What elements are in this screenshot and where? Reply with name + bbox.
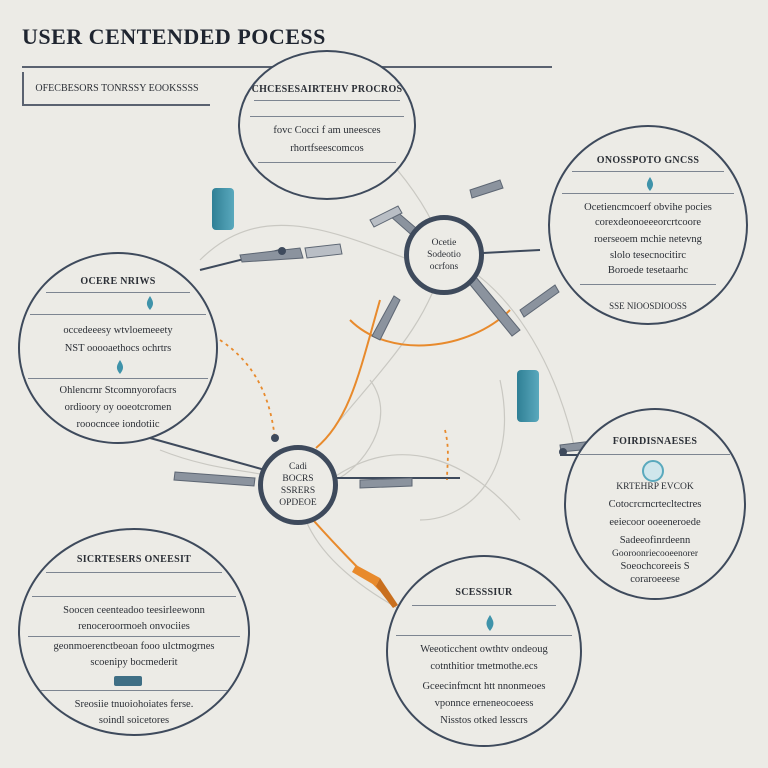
node-top-right: ONOSSPOTO GNCSS Ocetiencmcoerf obvihe po… bbox=[548, 125, 748, 325]
node-text: slolo tesecnocitirc bbox=[609, 250, 687, 261]
node-left: OCERE NRIWS occedeeesy wtvloemeeety NST … bbox=[18, 252, 218, 444]
droplet-icon bbox=[646, 177, 654, 191]
node-heading: SICRTESERS ONEESIT bbox=[76, 554, 192, 565]
divider bbox=[572, 171, 724, 172]
node-top-center: CHCESESAIRTEHV PROCROS fovc Cocci f am u… bbox=[238, 50, 416, 200]
droplet-icon bbox=[486, 615, 494, 631]
hub-bottom-line: OPDEOE bbox=[279, 498, 317, 508]
hub-bottom-line: SSRERS bbox=[280, 486, 316, 496]
hub-top-line: Sodeotio bbox=[427, 250, 461, 260]
hub-bottom-line: BOCRS bbox=[282, 474, 314, 484]
node-text: Ocetiencmcoerf obvihe pocies bbox=[584, 202, 712, 213]
node-text: renoceroormoeh onvociies bbox=[78, 621, 190, 632]
node-text: occedeeesy wtvloemeeety bbox=[63, 325, 173, 336]
node-text: NST ooooaethocs ochrtrs bbox=[64, 343, 172, 354]
node-text: ordioory oy ooeotcromen bbox=[64, 402, 172, 413]
divider bbox=[46, 572, 222, 573]
node-text: Boroede tesetaarhc bbox=[607, 265, 689, 276]
node-bottom-center: SCESSSIUR Weeoticchent owthtv ondeoug co… bbox=[386, 555, 582, 747]
divider bbox=[580, 284, 716, 285]
node-text: Soeochcoreeis S bbox=[620, 561, 690, 572]
node-text: roerseoem mchie netevng bbox=[594, 234, 702, 245]
page-title: USER CENTENDED POCESS bbox=[22, 24, 326, 49]
node-text: geonmoerenctbeoan fooo ulctmogrnes bbox=[53, 641, 215, 652]
node-text: soindl soicetores bbox=[98, 715, 170, 726]
divider bbox=[412, 605, 556, 606]
teal-device-icon bbox=[212, 188, 234, 230]
node-text: rooocncee iondotiic bbox=[76, 419, 160, 430]
divider bbox=[580, 454, 730, 455]
node-text: Gceecinfmcnt htt nnonmeoes bbox=[422, 681, 546, 692]
divider bbox=[34, 690, 234, 691]
node-text: Nisstos otked lesscrs bbox=[440, 715, 528, 726]
node-text: eeiecoor ooeeneroede bbox=[609, 517, 701, 528]
node-bottom-left: SICRTESERS ONEESIT Soocen ceenteadoo tee… bbox=[18, 528, 250, 736]
teal-device-icon bbox=[517, 370, 539, 422]
hub-top-line: Ocetie bbox=[431, 238, 457, 248]
node-heading: ONOSSPOTO GNCSS bbox=[596, 155, 700, 166]
droplet-icon bbox=[116, 360, 124, 374]
divider bbox=[562, 193, 734, 194]
node-right: FOIRDISNAESES KRTEHRP EVCOK Cotocrcrncrt… bbox=[564, 408, 746, 600]
node-text: Gooroonriecooeenorer bbox=[612, 549, 698, 559]
hub-top-line: ocrfons bbox=[429, 262, 459, 272]
node-text: vponnce erneneocoeess bbox=[434, 698, 534, 709]
divider bbox=[28, 378, 208, 379]
node-text: fovc Cocci f am uneesces bbox=[273, 125, 381, 136]
node-text: Ohlencrnr Stcomnyorofacrs bbox=[59, 385, 177, 396]
node-heading: SCESSSIUR bbox=[455, 587, 513, 598]
divider bbox=[30, 314, 206, 315]
node-heading: OCERE NRIWS bbox=[80, 276, 156, 287]
ring-icon bbox=[642, 460, 664, 482]
node-heading: CHCESESAIRTEHV PROCROS bbox=[251, 84, 403, 95]
node-text: Cotocrcrncrtecltectres bbox=[608, 499, 702, 510]
node-text: cotnthitior tmetmothe.ecs bbox=[430, 661, 538, 672]
node-text: coraroeeese bbox=[630, 574, 680, 585]
node-text: KRTEHRP EVCOK bbox=[616, 482, 694, 492]
node-text: Soocen ceenteadoo teesirleewonn bbox=[63, 605, 205, 616]
node-text: SSE NIOOSDIOOSS bbox=[609, 301, 687, 311]
divider bbox=[32, 596, 236, 597]
hub-top: Ocetie Sodeotio ocrfons bbox=[404, 215, 484, 295]
subtitle-label: OFECBESORS TONRSSY EOOKSSSS bbox=[22, 72, 210, 106]
divider bbox=[396, 635, 572, 636]
divider bbox=[258, 162, 396, 163]
node-text: rhortfseescomcos bbox=[290, 143, 364, 154]
hub-bottom: Cadi BOCRS SSRERS OPDEOE bbox=[258, 445, 338, 525]
node-text: Sadeeofinrdeenn bbox=[619, 535, 691, 546]
device-icon bbox=[114, 676, 142, 686]
divider bbox=[28, 636, 240, 637]
droplet-icon bbox=[146, 296, 154, 310]
hub-bottom-line: Cadi bbox=[289, 462, 307, 472]
node-heading: FOIRDISNAESES bbox=[612, 436, 698, 447]
node-text: corexdeonoeeeorcrtcoore bbox=[594, 217, 702, 228]
divider bbox=[250, 116, 404, 117]
divider bbox=[46, 292, 190, 293]
node-text: scoenipy bocmederit bbox=[90, 657, 178, 668]
node-text: Weeoticchent owthtv ondeoug bbox=[420, 644, 548, 655]
node-text: Sreosiie tnuoiohoiates ferse. bbox=[74, 699, 194, 710]
divider bbox=[254, 100, 400, 101]
